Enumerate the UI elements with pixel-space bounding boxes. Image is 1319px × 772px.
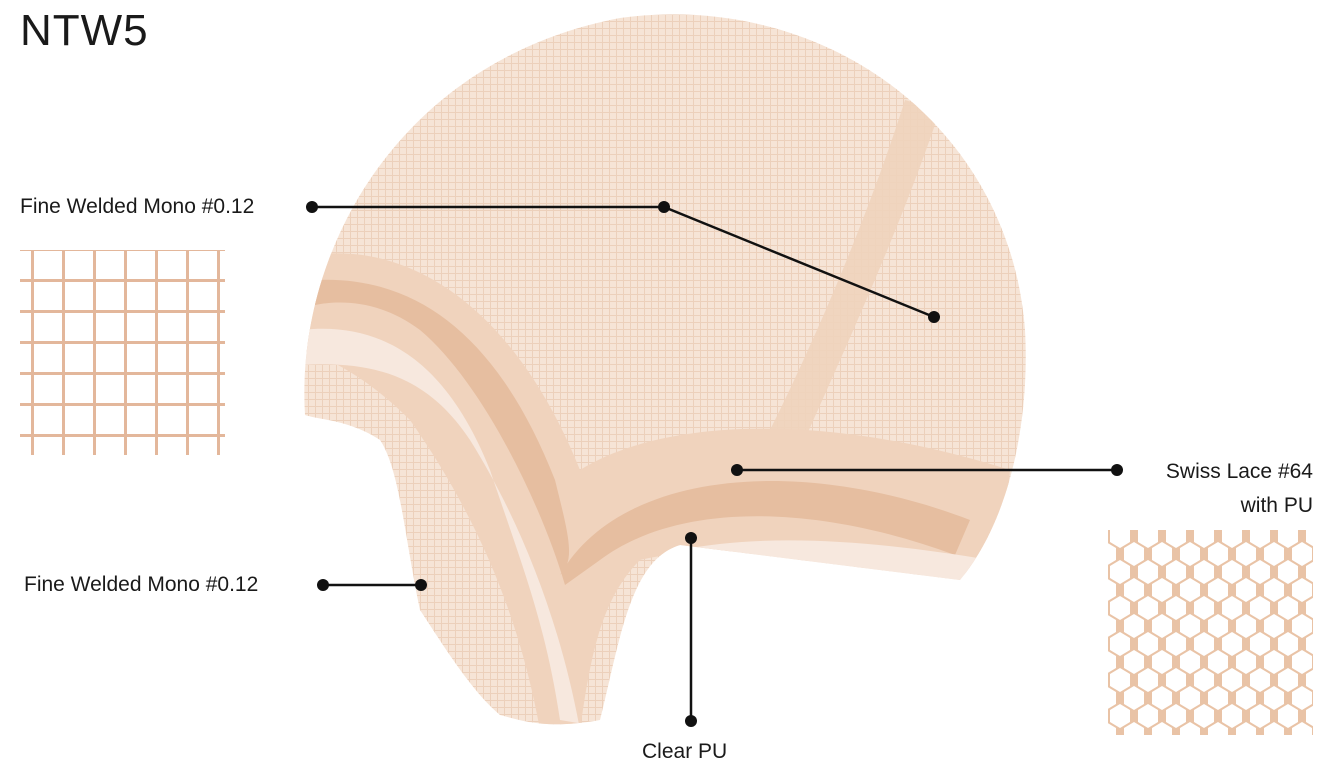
callout-right-dot-start [731, 464, 743, 476]
callout-top-left-dot-end [928, 311, 940, 323]
label-clear-pu: Clear PU [642, 740, 728, 763]
label-swiss-lace: Swiss Lace #64 with PU [1166, 455, 1313, 523]
callout-right-dot-end [1111, 464, 1123, 476]
label-swiss-lace-line2: with PU [1240, 494, 1313, 517]
label-fine-welded-mono-top: Fine Welded Mono #0.12 [20, 195, 255, 218]
callout-bottom-dot-start [685, 532, 697, 544]
callout-bottom-left-dot-start [317, 579, 329, 591]
fine-welded-mono-swatch [20, 250, 225, 455]
label-swiss-lace-line1: Swiss Lace #64 [1165, 460, 1313, 483]
callout-top-left-dot-mid [658, 201, 670, 213]
swiss-lace-swatch [1108, 530, 1313, 735]
wig-cap [304, 14, 1026, 725]
page-title: NTW5 [20, 6, 149, 55]
callout-bottom-left-dot-end [415, 579, 427, 591]
callout-top-left-dot-start [306, 201, 318, 213]
callout-bottom-dot-end [685, 715, 697, 727]
crown-strip [770, 100, 940, 450]
label-fine-welded-mono-bottom: Fine Welded Mono #0.12 [24, 573, 259, 596]
perimeter-band-inner [315, 279, 970, 585]
